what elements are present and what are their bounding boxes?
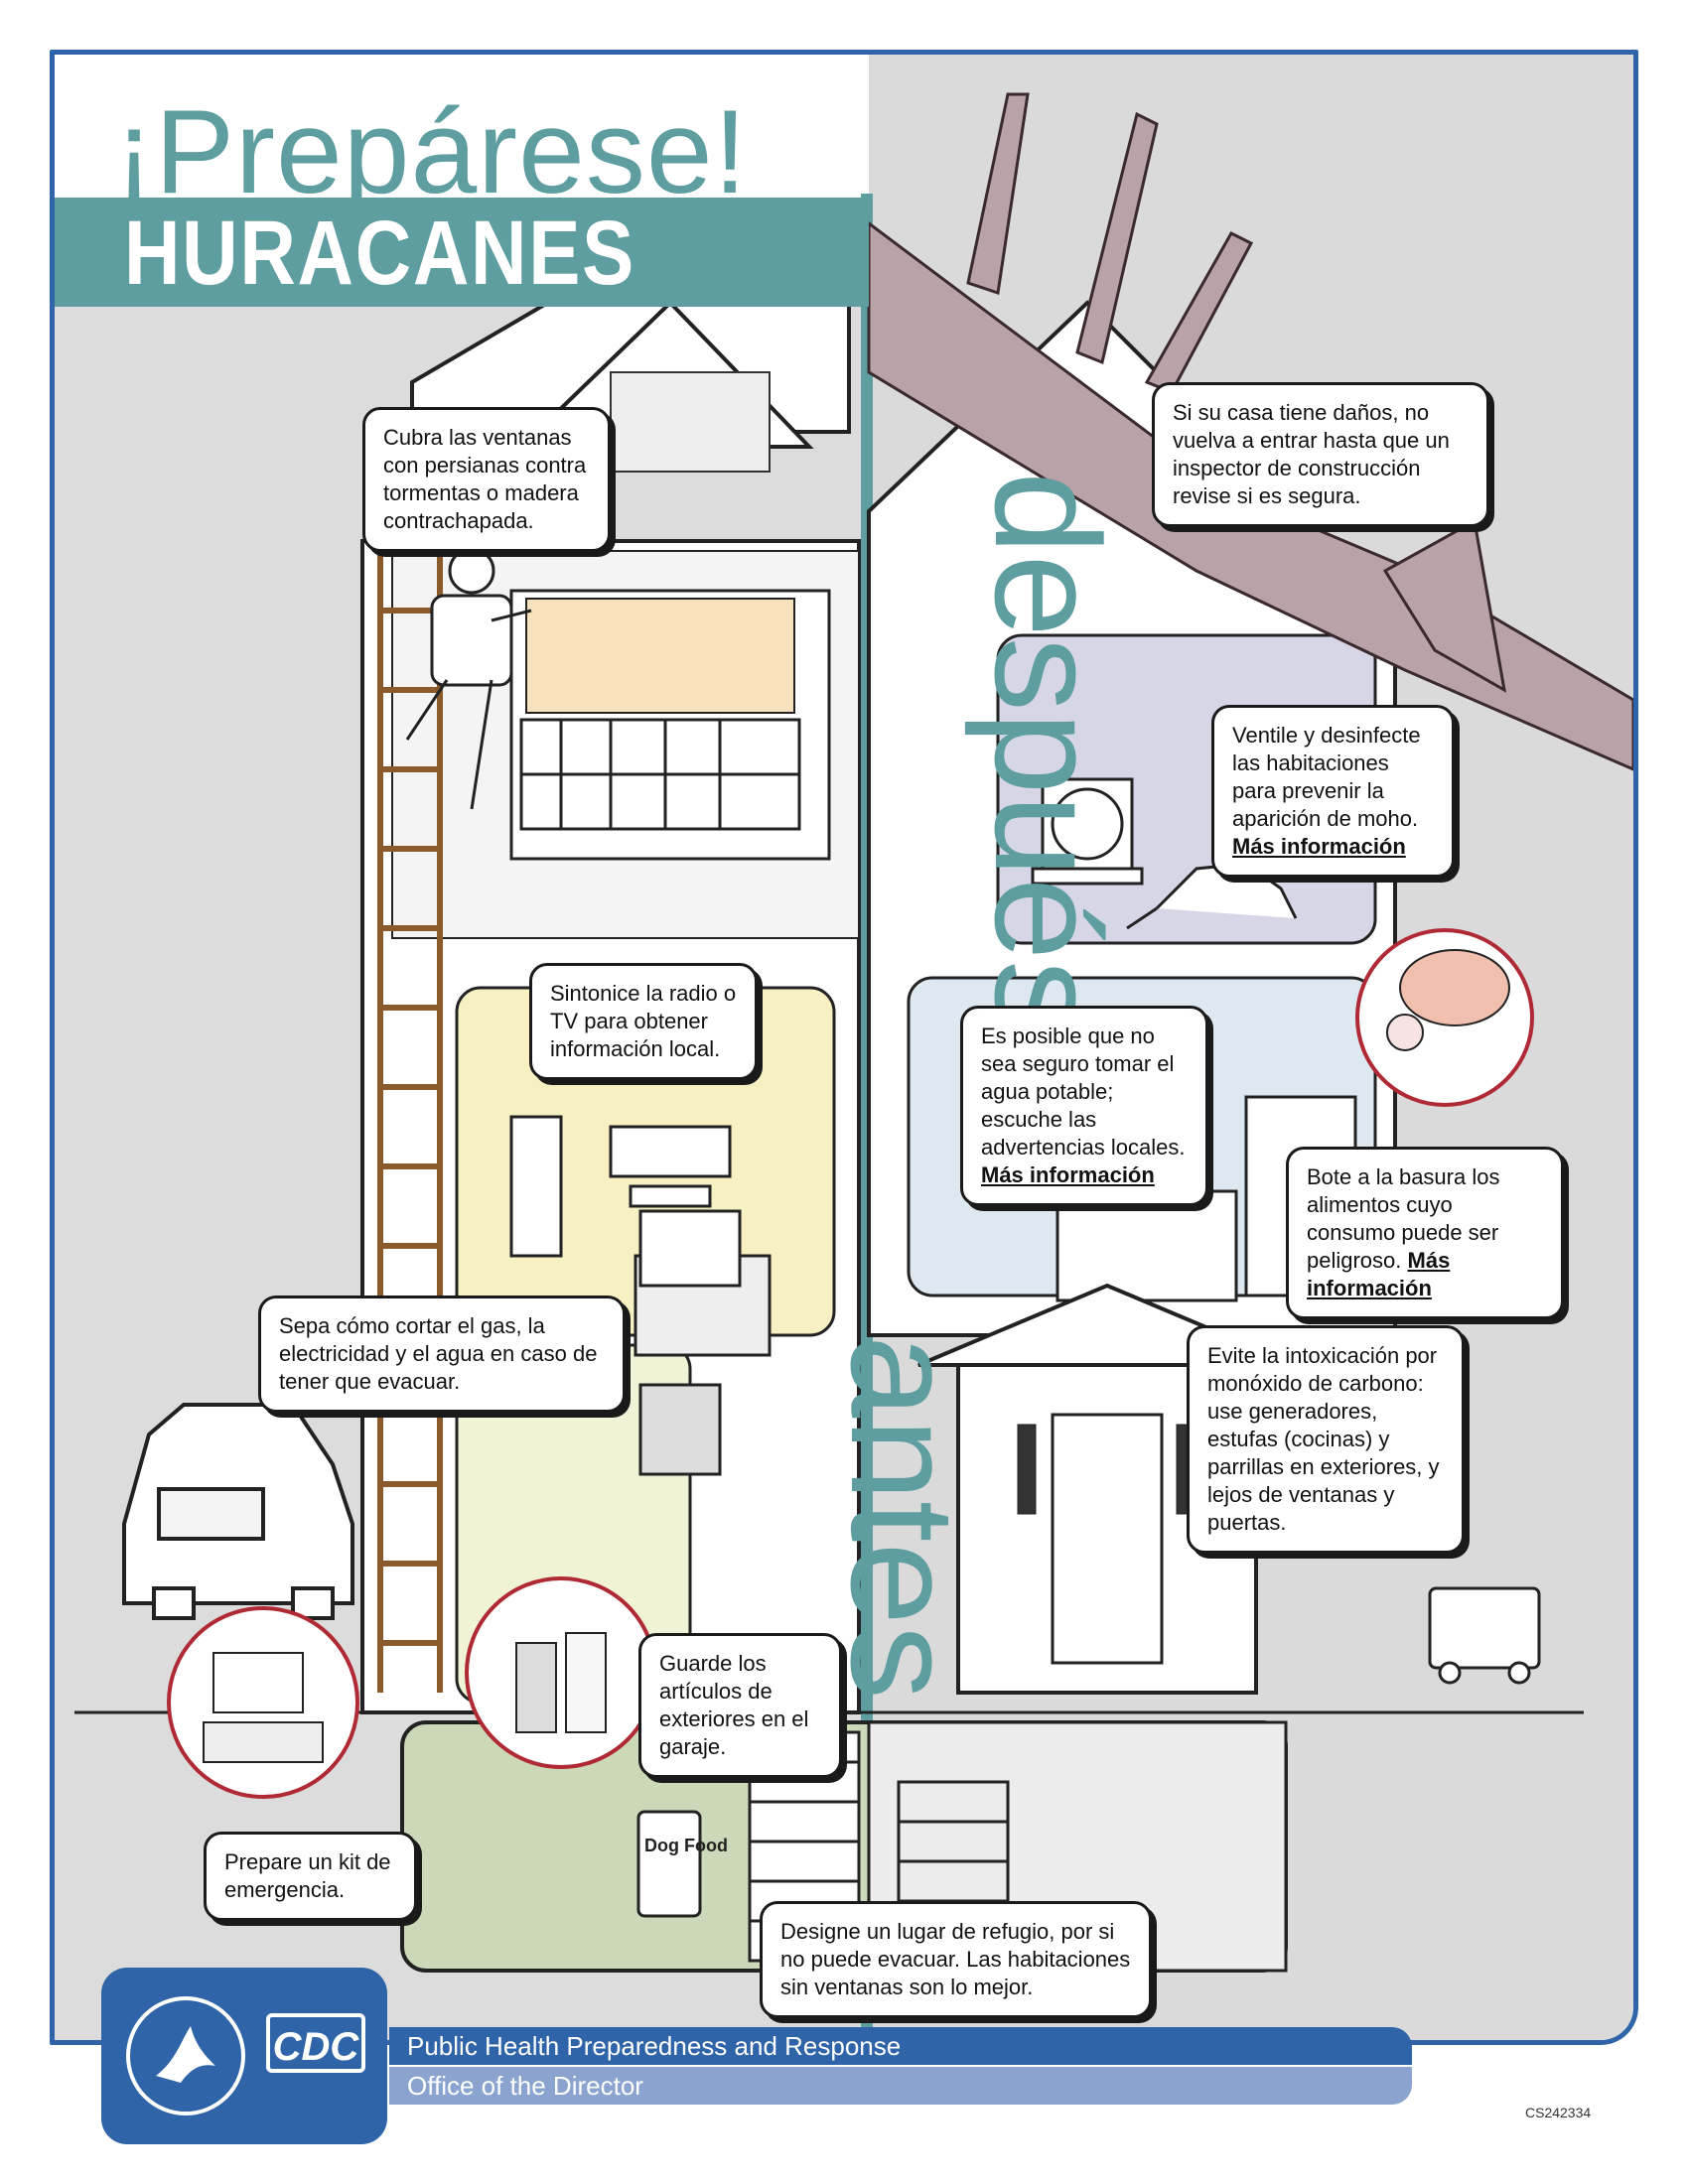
callout-outdoor-text: Guarde los artículos de exteriores en el…	[659, 1651, 809, 1759]
callout-windows: Cubra las ventanas con persianas contra …	[362, 407, 611, 552]
callout-utilities-text: Sepa cómo cortar el gas, la electricidad…	[279, 1313, 598, 1394]
callout-shelter: Designe un lugar de refugio, por si no p…	[760, 1901, 1152, 2018]
person-on-ladder	[405, 547, 532, 810]
car	[122, 1403, 354, 1620]
house-illustration: Dog Food	[55, 55, 1633, 2040]
page-title: ¡Prepárese!	[114, 85, 748, 218]
callout-damage: Si su casa tiene daños, no vuelva a entr…	[1152, 382, 1489, 527]
callout-mold-text: Ventile y desinfecte las habitaciones pa…	[1232, 723, 1421, 831]
title-band	[55, 198, 869, 307]
callout-co: Evite la intoxicación por monóxido de ca…	[1187, 1325, 1465, 1554]
box-fan	[1031, 777, 1144, 886]
tv-stereo	[509, 1115, 742, 1288]
document-code: CS242334	[1525, 2105, 1592, 2120]
zoom-circle-items	[203, 949, 1510, 1763]
callout-food-text: Bote a la basura los alimentos cuyo cons…	[1307, 1164, 1500, 1273]
callout-mold: Ventile y desinfecte las habitaciones pa…	[1211, 705, 1455, 878]
poster-frame: Dog Food	[50, 50, 1638, 2045]
callout-food: Bote a la basura los alimentos cuyo cons…	[1286, 1147, 1564, 1319]
dog-food-label: Dog Food	[644, 1836, 728, 1855]
footer-bar-secondary	[389, 2067, 1412, 2105]
fallen-tree	[867, 92, 1633, 771]
callout-outdoor: Guarde los artículos de exteriores en el…	[638, 1633, 842, 1778]
generator	[1428, 1586, 1541, 1685]
water-more-info-link[interactable]: Más información	[981, 1162, 1155, 1187]
callout-co-text: Evite la intoxicación por monóxido de ca…	[1207, 1343, 1440, 1535]
vertical-word-before: antes	[820, 1335, 987, 1700]
vertical-word-after: después	[964, 472, 1131, 1035]
hhs-eagle-icon	[126, 1996, 245, 2116]
callout-kit-text: Prepare un kit de emergencia.	[224, 1849, 391, 1902]
cdc-logo: CDC	[266, 2013, 365, 2073]
callout-radio-text: Sintonice la radio o TV para obtener inf…	[550, 981, 737, 1061]
callout-kit: Prepare un kit de emergencia.	[204, 1832, 417, 1921]
footer-bar-primary	[389, 2027, 1412, 2065]
callout-windows-text: Cubra las ventanas con persianas contra …	[383, 425, 587, 533]
dog-food-bag	[636, 1810, 702, 1918]
food-more-info-link[interactable]: Más información	[1307, 1248, 1451, 1300]
footer-line1: Public Health Preparedness and Response	[407, 2031, 902, 2061]
callout-utilities: Sepa cómo cortar el gas, la electricidad…	[258, 1296, 626, 1413]
callout-shelter-text: Designe un lugar de refugio, por si no p…	[780, 1919, 1131, 1999]
page-subtitle: HURACANES	[124, 203, 635, 304]
callout-water-text: Es posible que no sea seguro tomar el ag…	[981, 1024, 1186, 1160]
hhs-cdc-logo-box	[101, 1968, 387, 2144]
mold-more-info-link[interactable]: Más información	[1232, 834, 1406, 859]
callout-radio: Sintonice la radio o TV para obtener inf…	[529, 963, 758, 1080]
callout-damage-text: Si su casa tiene daños, no vuelva a entr…	[1173, 400, 1450, 508]
footer-line2: Office of the Director	[407, 2071, 643, 2101]
callout-water: Es posible que no sea seguro tomar el ag…	[960, 1006, 1208, 1206]
